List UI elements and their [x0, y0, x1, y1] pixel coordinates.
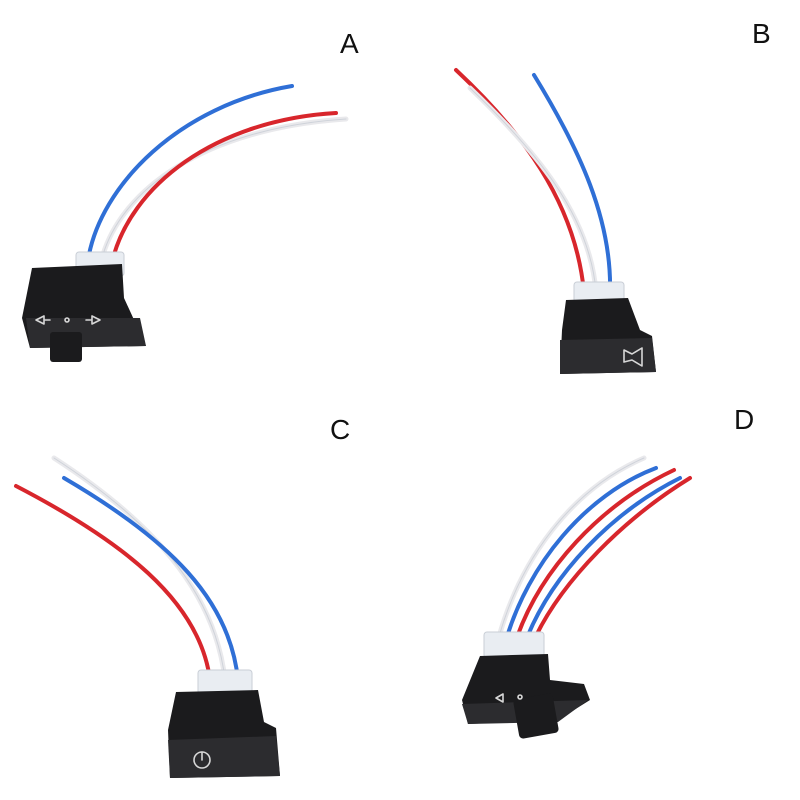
switch-d-housing — [462, 654, 590, 739]
switch-d — [462, 455, 692, 739]
switch-d-strain-relief — [483, 631, 545, 659]
panel-label-b: B — [752, 18, 771, 49]
switch-c-wires — [14, 455, 240, 683]
switch-a-housing — [22, 264, 146, 362]
switch-c-housing — [168, 690, 280, 778]
switch-b-wires — [454, 68, 613, 295]
panel-label-d: D — [734, 404, 755, 435]
horn-icon — [623, 347, 643, 367]
center-dot-icon — [517, 694, 523, 700]
panel-label-a: A — [340, 28, 359, 59]
switch-d-wires — [495, 455, 692, 643]
panel-label-c: C — [330, 414, 351, 445]
switch-a — [22, 84, 349, 362]
switch-b — [454, 68, 656, 374]
left-arrow-icon — [495, 693, 504, 703]
switch-c — [14, 455, 280, 778]
switch-a-wires — [86, 84, 349, 265]
switch-b-housing — [560, 298, 656, 374]
center-dot-icon — [64, 317, 70, 323]
power-icon — [193, 751, 211, 769]
left-arrow-icon — [35, 315, 51, 325]
right-arrow-icon — [85, 315, 101, 325]
